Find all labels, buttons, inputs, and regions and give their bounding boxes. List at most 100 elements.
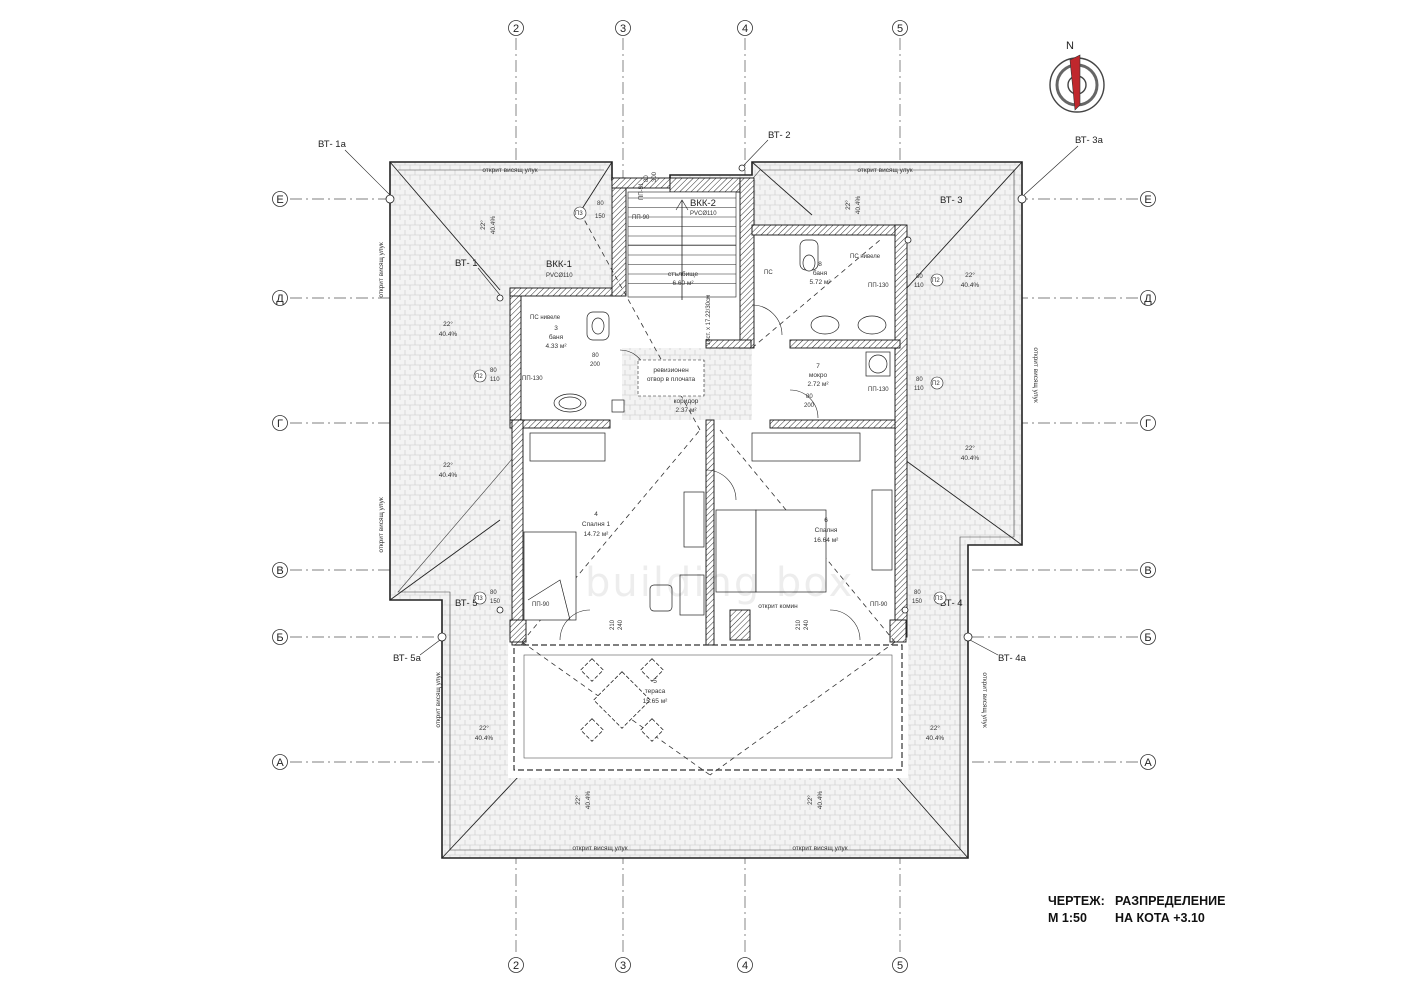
code-p2-right-top: П2 — [932, 278, 940, 284]
axis-b-right: Б — [1144, 632, 1151, 644]
slope-percent-9: 40.4% — [490, 216, 497, 235]
axis-g-right: Г — [1145, 418, 1151, 430]
axis-3-bottom: 3 — [620, 960, 626, 972]
dim-240-k: 240 — [804, 619, 810, 630]
code-p3-right: П3 — [935, 596, 943, 602]
code-pp130-left: ПП-130 — [522, 376, 543, 382]
eave-label-left-upper: открит висящ улук — [378, 242, 385, 297]
slope-angle-10: 22° — [844, 200, 852, 210]
downpipe-vt-1a: ВТ- 1а — [318, 139, 347, 150]
dim-200-g: 200 — [590, 362, 601, 368]
axis-a-right: А — [1144, 757, 1152, 769]
slope-angle-9: 22° — [479, 220, 487, 230]
eave-label-bottom-right: открит висящ улук — [792, 845, 847, 852]
slope-angle-3: 22° — [965, 271, 975, 279]
dim-80-a: 80 — [597, 201, 604, 207]
dim-80-b: 80 — [490, 368, 497, 374]
roof-inner-eave — [397, 169, 1015, 851]
code-pp130-right-bottom: ПП-130 — [868, 387, 889, 393]
room-stairs-area: 6.60 м² — [672, 280, 694, 287]
riser-vkk-1: ВКК-1 — [546, 259, 572, 270]
slope-angle-4: 22° — [965, 444, 975, 452]
eave-label-left-lower: открит висящ улук — [378, 497, 385, 552]
room-6-area: 16.64 м² — [814, 537, 840, 544]
slope-percent-4: 40.4% — [961, 455, 980, 462]
code-p3-top: П3 — [575, 211, 583, 217]
axis-d-left: Д — [276, 293, 284, 305]
room-7-number: 7 — [816, 363, 820, 370]
riser-labels: ВКК-1 PVCØ110 ВКК-2 PVCØ110 — [546, 198, 717, 279]
opening-codes: ПП-90 ПП-130 ПП-130 ПП-130 ПП-90 ПП-90 П… — [473, 171, 947, 630]
slope-percent-1: 40.4% — [439, 331, 458, 338]
axis-labels-vertical: 2 3 4 5 2 3 4 5 — [513, 23, 903, 972]
code-p2-right-bottom: П2 — [932, 381, 940, 387]
axis-v-right: В — [1144, 565, 1151, 577]
axis-4-top: 4 — [742, 23, 748, 35]
slope-angle-1: 22° — [443, 320, 453, 328]
axis-4-bottom: 4 — [742, 960, 748, 972]
axis-d-right: Д — [1144, 293, 1152, 305]
dim-110-c: 110 — [914, 283, 924, 289]
dim-210-k: 210 — [796, 619, 802, 630]
dim-240-j: 240 — [618, 619, 624, 630]
downpipe-markers — [385, 164, 1027, 642]
axis-e-right: Е — [1144, 194, 1151, 206]
dim-150-e: 150 — [490, 599, 501, 605]
title-row-drawing: ЧЕРТЕЖ: РАЗПРЕДЕЛЕНИЕ — [1048, 893, 1225, 910]
axis-2-top: 2 — [513, 23, 519, 35]
dim-110-b: 110 — [490, 377, 500, 383]
room-3-area: 4.33 м² — [545, 343, 567, 350]
room-7-area: 2.72 м² — [807, 381, 829, 388]
dim-110-d: 110 — [914, 386, 924, 392]
terrace-inner — [523, 654, 893, 759]
dim-150-f: 150 — [912, 599, 923, 605]
downpipe-vt-1: ВТ- 1 — [455, 258, 478, 269]
eave-label-top-left: открит висящ улук — [482, 167, 537, 174]
door-swings — [559, 304, 861, 641]
downpipe-vt-3: ВТ- 3 — [940, 195, 963, 206]
revision-note-1: ревизионен — [653, 367, 689, 374]
chimney-note: открит комин — [758, 603, 798, 610]
room-4-name: Спалня 1 — [582, 521, 611, 528]
slope-percent-10: 40.4% — [855, 196, 862, 215]
axis-labels-horizontal: Е Д Г В Б А Е Д Г В Б А — [276, 194, 1152, 769]
roof-annotations: открит висящ улук открит висящ улук откр… — [378, 167, 1039, 852]
room-corridor-name: коридор — [674, 398, 699, 405]
room-5-number: 5 — [653, 678, 657, 685]
axis-g-left: Г — [277, 418, 283, 430]
slope-percent-6: 40.4% — [926, 735, 945, 742]
scale-label: М 1:50 — [1048, 911, 1087, 925]
eave-label-right-upper: открит висящ улук — [1032, 347, 1039, 402]
north-compass: N — [1049, 40, 1105, 113]
staircase — [627, 191, 737, 300]
code-pp90-right: ПП-90 — [870, 602, 888, 608]
level-label: НА КОТА +3.10 — [1115, 911, 1205, 925]
slope-percent-2: 40.4% — [439, 472, 458, 479]
slope-percent-7: 40.4% — [585, 791, 592, 810]
room-5-name: тераса — [645, 688, 666, 695]
eave-label-left-bottom: открит висящ улук — [435, 672, 442, 727]
room-3-name: баня — [549, 333, 564, 341]
code-p2-left: П2 — [475, 374, 483, 380]
dim-300-i: 300 — [652, 171, 658, 182]
code-ps-left: ПС нивеле — [530, 315, 561, 321]
dim-80-i: 80 — [644, 175, 650, 182]
furniture — [523, 432, 893, 621]
downpipe-vt-4a: ВТ- 4а — [998, 653, 1027, 664]
code-pp90-stair: ПП-90 — [632, 215, 650, 221]
riser-vkk-2-pipe: PVCØ110 — [690, 211, 717, 217]
axis-b-left: Б — [276, 632, 283, 644]
slope-percent-3: 40.4% — [961, 282, 980, 289]
eave-label-bottom-left: открит висящ улук — [572, 845, 627, 852]
room-corridor-area: 2.37 м² — [675, 407, 697, 414]
dim-80-c: 80 — [916, 274, 923, 280]
drawing-name: РАЗПРЕДЕЛЕНИЕ — [1115, 894, 1226, 908]
room-labels: стълбище 6.60 м² 3 баня 4.33 м² 8 баня 5… — [545, 261, 839, 705]
slope-angle-6: 22° — [930, 724, 940, 732]
room-4-area: 14.72 м² — [584, 531, 610, 538]
slope-angle-2: 22° — [443, 461, 453, 469]
dim-80-f: 80 — [914, 590, 921, 596]
axis-e-left: Е — [276, 194, 283, 206]
axis-v-left: В — [276, 565, 283, 577]
